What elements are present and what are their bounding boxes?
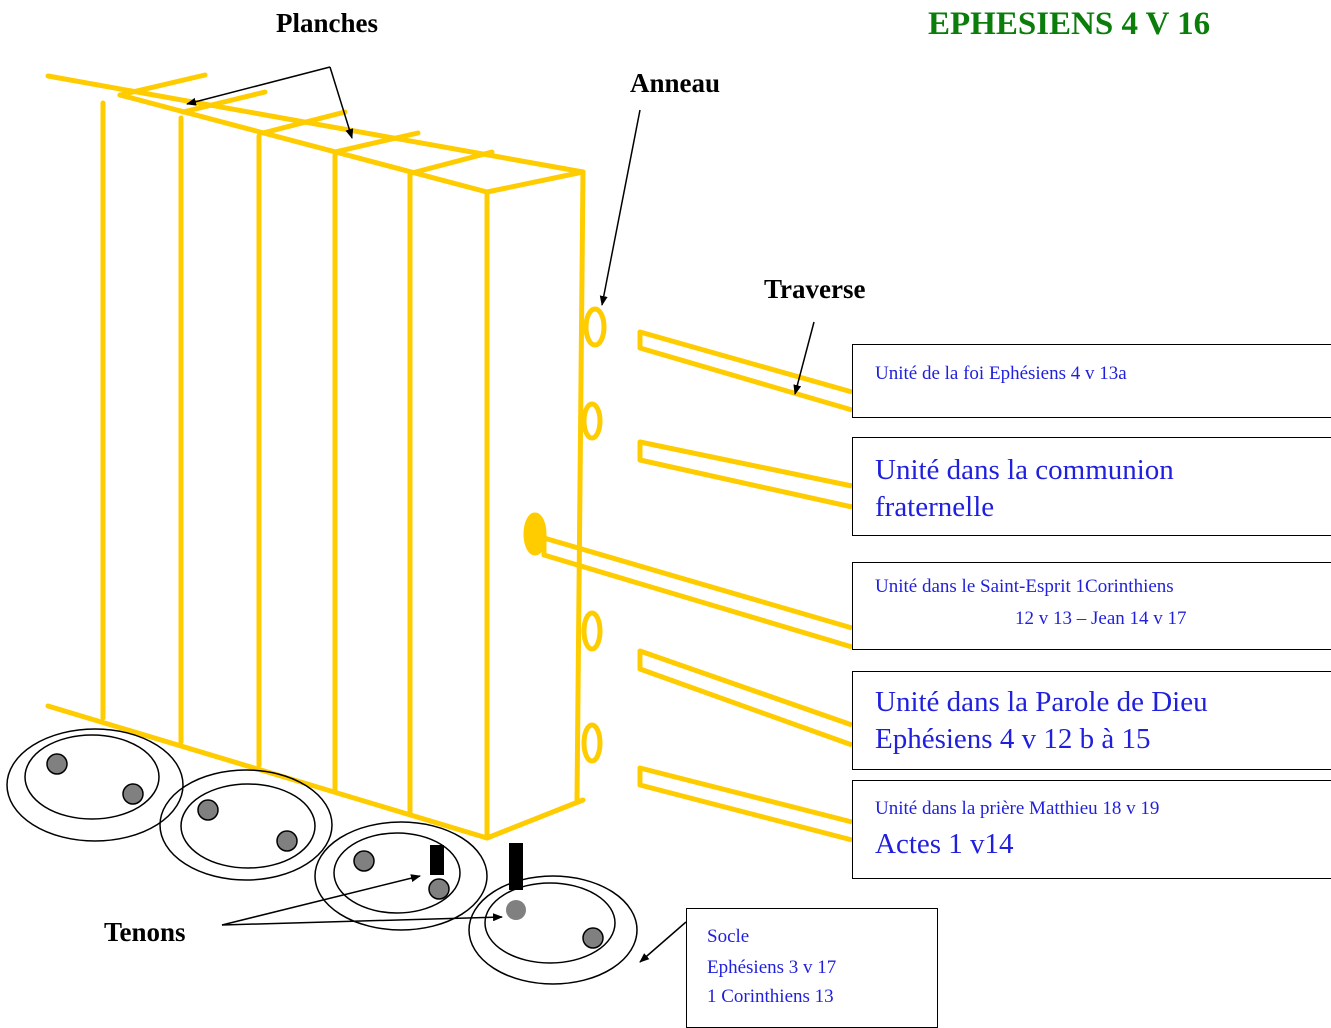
tenon-1 bbox=[430, 845, 444, 875]
socle-3 bbox=[314, 821, 488, 931]
socle-2 bbox=[159, 769, 333, 881]
box-unite-priere-line1: Unité dans la prière Matthieu 18 v 19 bbox=[875, 798, 1160, 819]
socle-1 bbox=[6, 728, 184, 842]
box-socle-line1: Socle bbox=[707, 926, 750, 947]
box-unite-priere-line2: Actes 1 v14 bbox=[875, 828, 1014, 860]
tenon-2 bbox=[509, 843, 523, 890]
arrow-socle bbox=[639, 921, 687, 963]
arrow-tenons-2 bbox=[221, 913, 503, 926]
traverse-2 bbox=[637, 439, 853, 510]
ring-5 bbox=[581, 722, 603, 764]
box-unite-parole: Unité dans la Parole de Dieu Ephésiens 4… bbox=[852, 671, 1331, 770]
box-unite-priere: Unité dans la prière Matthieu 18 v 19 Ac… bbox=[852, 780, 1331, 879]
planches-boards bbox=[45, 72, 586, 841]
board-top-divider-4 bbox=[332, 130, 421, 155]
traverses-bars bbox=[541, 329, 853, 843]
page-title: EPHESIENS 4 V 16 bbox=[928, 6, 1211, 42]
socles-sockets bbox=[6, 728, 638, 985]
box-unite-esprit-line2: 12 v 13 – Jean 14 v 17 bbox=[1015, 608, 1187, 629]
box-unite-foi-text: Unité de la foi Ephésiens 4 v 13a bbox=[875, 363, 1127, 384]
box-unite-communion-line1: Unité dans la communion bbox=[875, 454, 1174, 486]
traverse-5 bbox=[637, 765, 853, 843]
box-unite-parole-line1: Unité dans la Parole de Dieu bbox=[875, 686, 1208, 718]
anneaux-rings bbox=[523, 306, 607, 764]
box-unite-communion: Unité dans la communion fraternelle bbox=[852, 437, 1331, 536]
traverse-3 bbox=[541, 535, 853, 650]
arrow-planches-2 bbox=[329, 66, 354, 139]
board-top-divider-2 bbox=[180, 89, 268, 115]
arrow-tenons-1 bbox=[221, 874, 421, 926]
board-bottom-side-edge bbox=[484, 797, 586, 841]
anneau-label: Anneau bbox=[630, 68, 721, 98]
board-side-edge bbox=[574, 169, 586, 803]
ring-2 bbox=[581, 401, 603, 441]
board-top-divider-5 bbox=[409, 149, 495, 176]
arrow-traverse bbox=[793, 321, 815, 395]
board-top-divider-1 bbox=[117, 72, 208, 98]
traverse-4 bbox=[637, 648, 853, 748]
box-socle-line2: Ephésiens 3 v 17 bbox=[707, 957, 837, 978]
box-unite-foi: Unité de la foi Ephésiens 4 v 13a bbox=[852, 344, 1331, 418]
pointer-arrows bbox=[186, 66, 815, 963]
socle-4 bbox=[468, 875, 638, 985]
ring-1 bbox=[583, 306, 607, 348]
box-socle-line3: 1 Corinthiens 13 bbox=[707, 986, 834, 1007]
box-unite-parole-line2: Ephésiens 4 v 12 b à 15 bbox=[875, 723, 1151, 755]
ring-4 bbox=[581, 610, 603, 652]
board-top-back-edge bbox=[45, 73, 586, 175]
traverse-1 bbox=[637, 329, 853, 413]
ring-3 bbox=[523, 512, 547, 556]
box-socle: Socle Ephésiens 3 v 17 1 Corinthiens 13 bbox=[686, 908, 938, 1028]
board-top-side-edge bbox=[484, 169, 586, 195]
box-unite-communion-line2: fraternelle bbox=[875, 491, 995, 523]
box-unite-esprit-line1: Unité dans le Saint-Esprit 1Corinthiens bbox=[875, 576, 1174, 597]
tenons-label: Tenons bbox=[104, 917, 186, 947]
planches-label: Planches bbox=[276, 8, 379, 38]
arrow-anneau bbox=[599, 109, 641, 306]
box-unite-esprit: Unité dans le Saint-Esprit 1Corinthiens … bbox=[852, 562, 1331, 650]
arrow-planches-1 bbox=[186, 66, 331, 106]
board-top-divider-3 bbox=[260, 109, 348, 136]
traverse-label: Traverse bbox=[764, 274, 866, 304]
tenons-pegs bbox=[430, 843, 523, 890]
